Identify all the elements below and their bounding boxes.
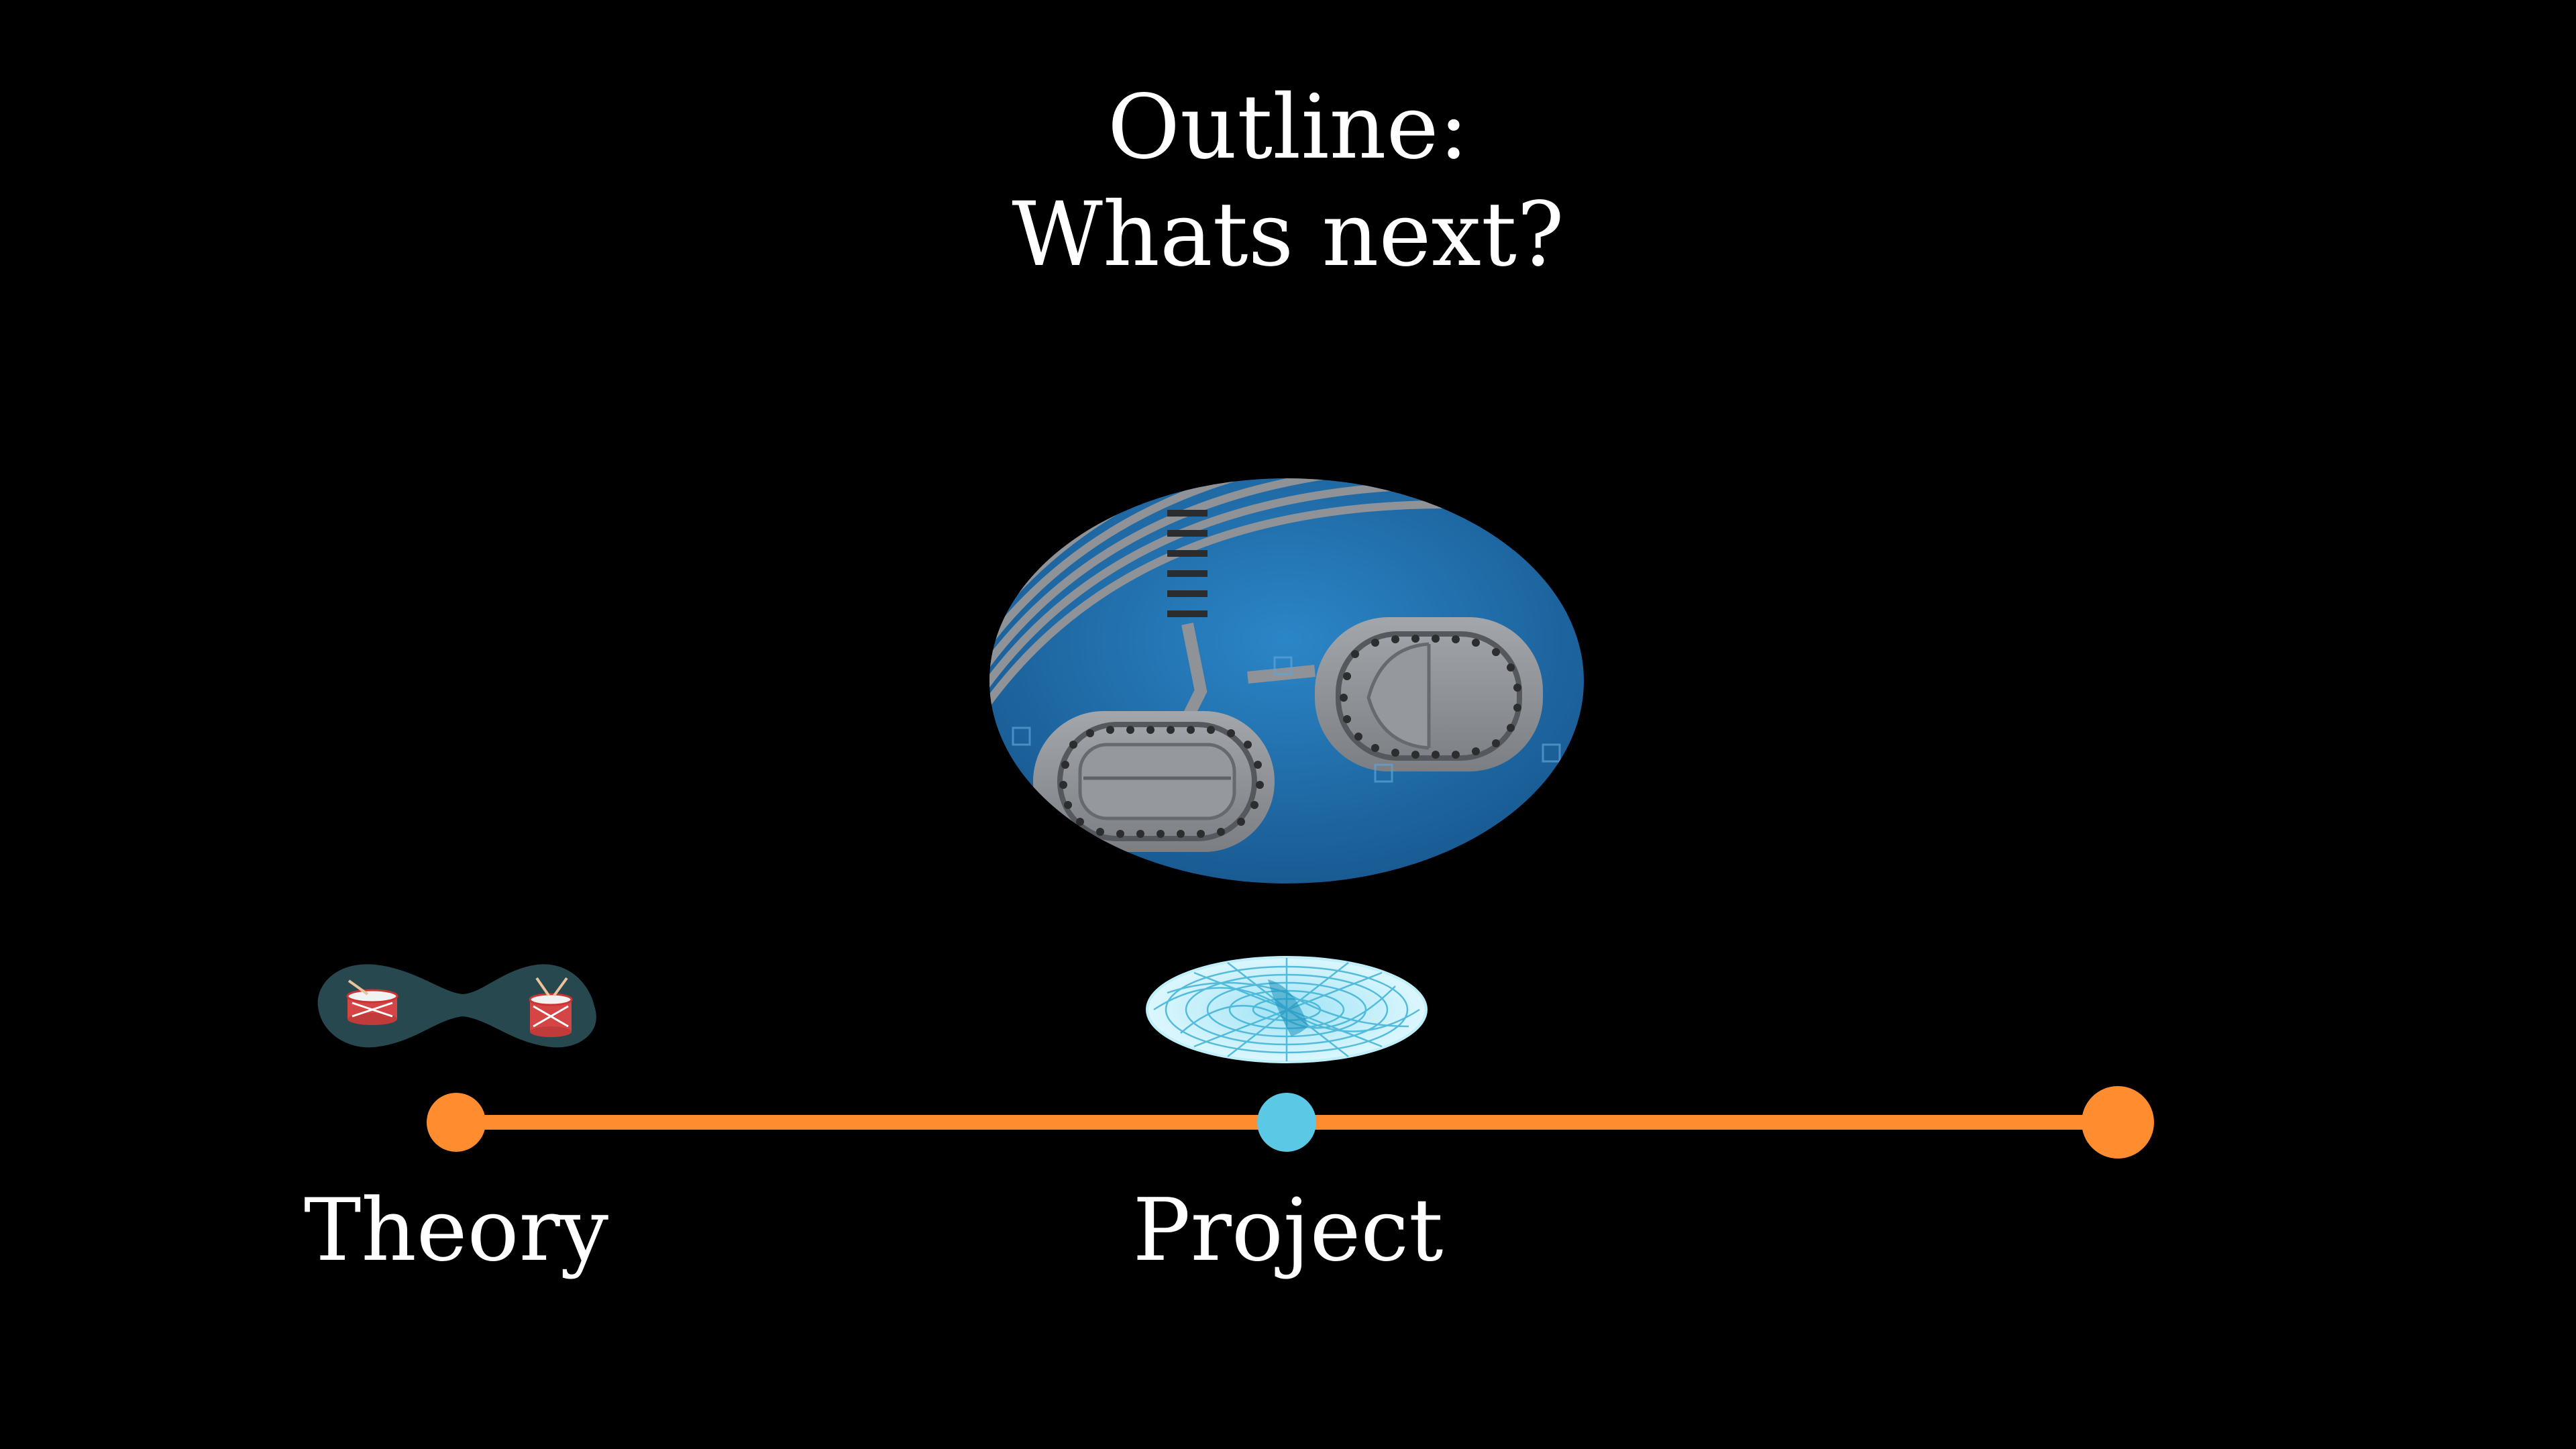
timeline xyxy=(427,1086,2154,1159)
milestone-project-dot xyxy=(1257,1093,1316,1152)
milestone-end-dot xyxy=(2082,1086,2154,1159)
device-micrograph xyxy=(989,478,1584,883)
slide-title-line-1: Outline: xyxy=(1107,76,1469,179)
membrane-mode-icon xyxy=(1146,956,1428,1063)
milestone-project-label: Project xyxy=(1132,1181,1444,1281)
coupled-drums-icon xyxy=(317,964,596,1048)
milestone-theory-dot xyxy=(427,1093,486,1152)
milestone-theory-label: Theory xyxy=(303,1181,609,1281)
slide-title-line-2: Whats next? xyxy=(1012,183,1564,286)
